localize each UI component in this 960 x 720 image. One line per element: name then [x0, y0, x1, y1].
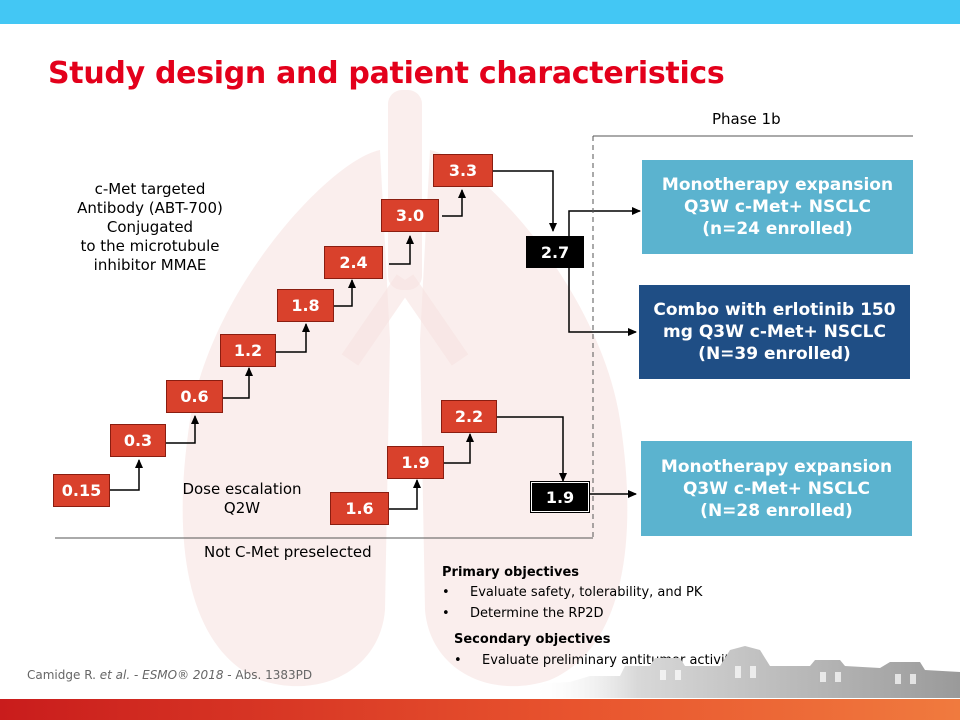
not-preselected-label: Not C-Met preselected: [204, 543, 372, 561]
bullet: •: [454, 653, 462, 668]
bottom-accent-bar: [0, 699, 960, 720]
arm-line: (N=39 enrolled): [698, 344, 851, 364]
drug-description: c-Met targeted Antibody (ABT-700) Conjug…: [40, 180, 260, 275]
palace-skyline-icon: [530, 646, 960, 698]
description-line: Antibody (ABT-700): [77, 199, 223, 217]
arm-line: Q3W c-Met+ NSCLC: [682, 478, 871, 499]
primary-objective-item: • Evaluate safety, tolerability, and PK: [442, 585, 702, 600]
bullet: •: [442, 606, 450, 621]
description-line: Conjugated: [106, 218, 194, 236]
dose-step: 1.9: [387, 446, 444, 479]
dose-step: 1.2: [220, 334, 276, 367]
dose-escalation-label: Dose escalation Q2W: [174, 480, 310, 518]
citation-conference: ESMO® 2018: [142, 668, 224, 682]
top-accent-bar: [0, 0, 960, 24]
arm-combo-erlotinib: Combo with erlotinib 150 mg Q3W c-Met+ N…: [639, 285, 910, 379]
secondary-objectives-heading: Secondary objectives: [454, 632, 611, 647]
dose-step: 0.3: [110, 424, 166, 457]
citation-sep: -: [130, 668, 143, 682]
description-line: to the microtubule: [80, 237, 220, 255]
arm-line: Monotherapy expansion: [660, 456, 893, 477]
expansion-dose-upper: 2.7: [526, 236, 584, 268]
primary-objectives-heading: Primary objectives: [442, 565, 580, 580]
primary-objective-item: • Determine the RP2D: [442, 606, 604, 621]
citation-etal: et al.: [99, 668, 131, 682]
lungs-watermark-icon: [182, 90, 628, 687]
bullet: •: [442, 585, 450, 600]
dose-step: 1.6: [330, 492, 389, 525]
citation-abstract: - Abs. 1383PD: [223, 668, 313, 682]
objective-text: Determine the RP2D: [470, 606, 604, 621]
arm-line: Monotherapy expansion: [661, 175, 894, 195]
citation-footnote: Camidge R. et al. - ESMO® 2018 - Abs. 13…: [27, 668, 312, 682]
arm-line: (N=28 enrolled): [700, 500, 853, 521]
citation-author: Camidge R.: [27, 668, 100, 682]
dose-step: 3.3: [433, 154, 493, 187]
dose-step: 2.4: [324, 246, 383, 279]
dose-step: 3.0: [381, 199, 439, 232]
phase-label: Phase 1b: [712, 110, 781, 128]
arm-line: mg Q3W c-Met+ NSCLC: [663, 322, 886, 342]
dose-step: 2.2: [441, 400, 497, 433]
expansion-dose-lower: 1.9: [530, 481, 590, 513]
arm-line: Q3W c-Met+ NSCLC: [683, 197, 872, 217]
dose-step: 0.15: [53, 474, 110, 507]
description-line: c-Met targeted: [94, 180, 206, 198]
dose-step: 0.6: [166, 380, 223, 413]
arm-monotherapy-2: Monotherapy expansion Q3W c-Met+ NSCLC (…: [641, 441, 912, 536]
dose-escalation-text: Dose escalation: [182, 480, 302, 498]
dose-escalation-schedule: Q2W: [223, 499, 261, 517]
objective-text: Evaluate safety, tolerability, and PK: [470, 585, 703, 600]
arm-line: Combo with erlotinib 150: [653, 300, 896, 320]
arm-monotherapy-1: Monotherapy expansion Q3W c-Met+ NSCLC (…: [642, 160, 913, 254]
description-line: inhibitor MMAE: [93, 256, 207, 274]
dose-step: 1.8: [277, 289, 334, 322]
arm-line: (n=24 enrolled): [702, 219, 853, 239]
page-title: Study design and patient characteristics: [48, 56, 725, 91]
